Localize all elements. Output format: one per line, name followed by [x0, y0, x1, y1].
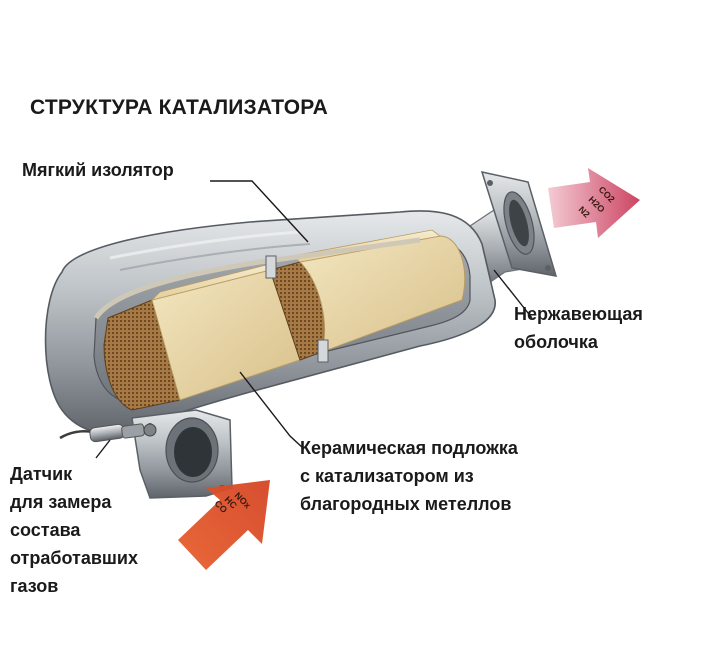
label-sensor-line-3: состава [10, 520, 81, 540]
insulator-layer [93, 237, 421, 320]
label-sensor-line-4: отработавших [10, 548, 139, 568]
label-shell-line-2: оболочка [514, 332, 598, 352]
label-shell: Нержавеющая оболочка [514, 300, 643, 356]
label-sensor-line-5: газов [10, 576, 59, 596]
oxygen-sensor [59, 423, 157, 443]
label-sensor-line-2: для замера [10, 492, 112, 512]
label-sensor-line-1: Датчик [10, 464, 73, 484]
label-insulator-text: Мягкий изолятор [22, 160, 174, 180]
label-substrate-line-1: Керамическая подложка [300, 438, 518, 458]
label-substrate-line-2: с катализатором из [300, 466, 474, 486]
ceramic-substrate-rear [298, 235, 466, 353]
label-substrate: Керамическая подложка с катализатором из… [300, 434, 518, 518]
diagram-title: СТРУКТУРА КАТАЛИЗАТОРА [30, 96, 328, 119]
inlet-gas-arrow [178, 480, 270, 570]
label-insulator: Мягкий изолятор [22, 156, 174, 184]
label-substrate-line-3: благородных метеллов [300, 494, 512, 514]
leader-lines [95, 180, 533, 459]
outlet-gas-arrow [548, 168, 640, 238]
label-sensor: Датчик для замера состава отработавших г… [10, 460, 138, 600]
label-shell-line-1: Нержавеющая [514, 304, 643, 324]
